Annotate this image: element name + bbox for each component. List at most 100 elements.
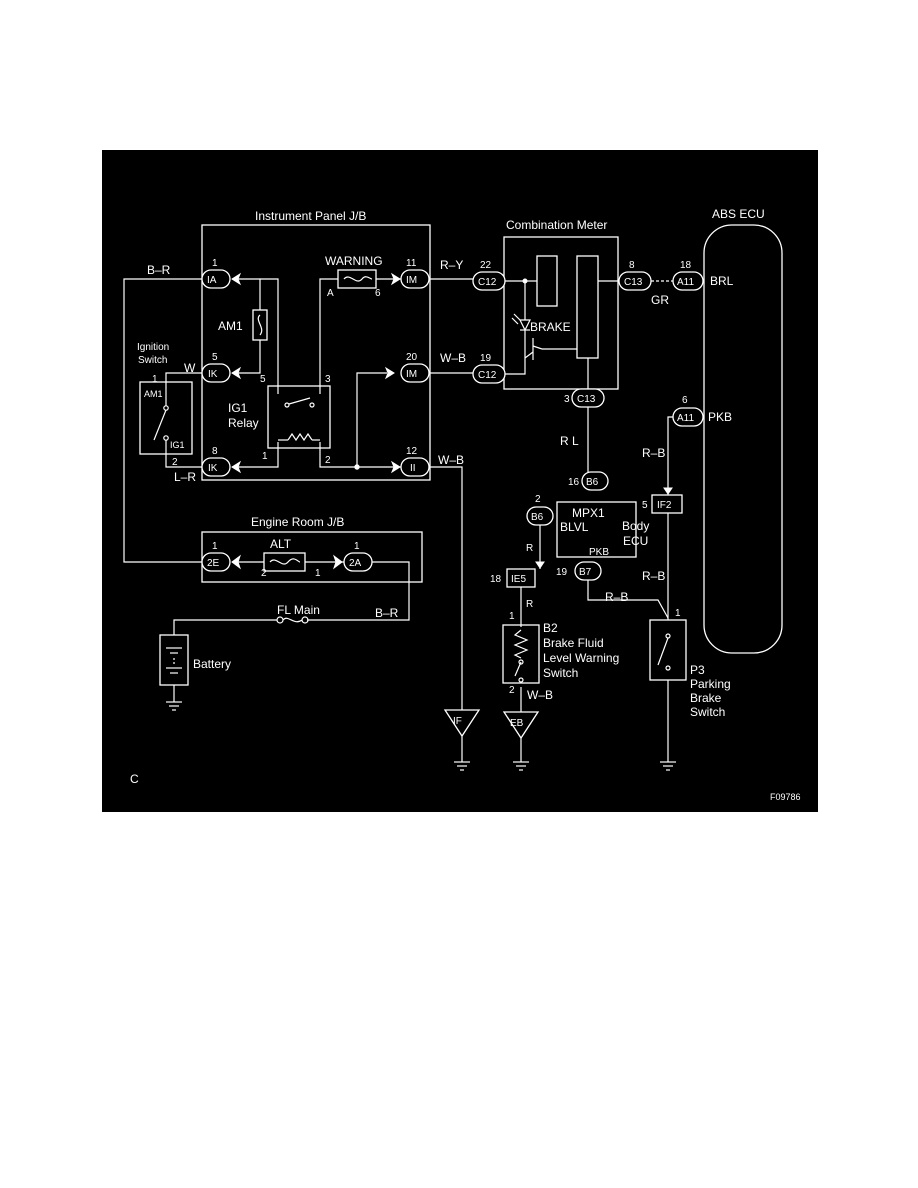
ig1-relay-label-2: Relay [228,416,259,430]
wire-label-lr: L–R [174,470,196,484]
am1-fuse-label: AM1 [218,319,243,333]
pin-ik-lower: 8 [212,446,218,457]
connector-c13-lower-label: C13 [577,394,596,405]
body-ecu-frame [556,501,637,558]
pin-relay-2: 2 [325,455,331,466]
pin-if2: 5 [642,500,648,511]
combination-meter-frame [503,236,619,390]
ground-eb: EB [502,711,540,771]
p3-label-4: Switch [690,705,725,719]
wire-label-r-1: R [526,543,533,554]
pin-alt-1: 1 [315,568,321,579]
pin-b7: 19 [556,567,568,578]
mpx1-label: MPX1 [572,506,605,520]
pin-ii: 12 [406,446,418,457]
ground-eb-label: EB [510,718,524,729]
connector-c12-upper: C12 [472,271,506,291]
b2-label-1: B2 [543,621,558,635]
connector-ii-label: II [410,463,416,474]
pin-relay-1: 1 [262,451,268,462]
connector-b6-upper-label: B6 [586,477,599,488]
connector-2a: 2A [343,552,373,572]
connector-b7-label: B7 [579,567,592,578]
wire-label-rb-2: R–B [642,569,665,583]
b2-label-3: Level Warning [543,651,619,665]
junction-dot [354,464,360,470]
ignition-ig1-label: IG1 [170,440,185,450]
pin-p3: 1 [675,608,681,619]
wire-label-r-2: R [526,599,533,610]
pin-2e: 1 [212,541,218,552]
am1-fuse [252,309,268,341]
connector-a11-upper: A11 [672,271,704,291]
warning-fuse-label: WARNING [325,254,383,268]
pin-switch-1: 1 [152,374,158,385]
connector-a11-lower-label: A11 [677,413,694,424]
wire-label-wb-3: W–B [527,688,553,702]
p3-label-3: Brake [690,691,722,705]
alt-fuse [231,552,343,572]
pin-b2-top: 1 [509,611,515,622]
pin-a11-upper: 18 [680,260,692,271]
pin-switch-2: 2 [172,457,178,468]
wire-label-gr: GR [651,293,669,307]
connector-c12-lower: C12 [472,364,506,384]
battery [159,634,189,686]
connector-if2: IF2 [651,494,683,514]
wire-label-rb-1: R–B [642,446,665,460]
ignition-am1-label: AM1 [144,389,163,399]
pin-c13-upper: 8 [629,260,635,271]
ground-if: IF [443,709,481,771]
combination-meter-internals [511,255,599,360]
body-ecu-label-2: ECU [623,534,648,548]
instrument-panel-jb-frame [201,224,431,481]
connector-2e: 2E [201,552,231,572]
connector-ia: IA [201,269,231,289]
pin-a11-lower: 6 [682,395,688,406]
pin-b6-left: 2 [535,494,541,505]
wire-label-br-1: B–R [147,263,171,277]
connector-a11-lower: A11 [672,407,704,427]
combination-meter-title: Combination Meter [506,218,607,232]
blvl-label: BLVL [560,520,589,534]
corner-c-label: C [130,772,139,786]
connector-2e-label: 2E [207,558,220,569]
ignition-switch-label-1: Ignition [137,342,169,353]
brake-fluid-switch [502,624,540,684]
connector-ik-lower-label: IK [208,463,218,474]
wire-label-wb-1: W–B [440,351,466,365]
wire-label-rl: R L [560,434,579,448]
if2-arrow [663,487,673,495]
ig1-relay [267,385,331,449]
pin-relay-3: 3 [325,374,331,385]
brake-indicator-label: BRAKE [530,320,571,334]
pin-ia: 1 [212,258,218,269]
instrument-panel-title: Instrument Panel J/B [255,209,366,223]
connector-ie5: IE5 [506,568,536,588]
pin-warning-a: A [327,288,334,299]
connector-c13-upper-label: C13 [624,277,643,288]
engine-room-title: Engine Room J/B [251,515,344,529]
wire-label-w: W [184,361,196,375]
connector-if2-label: IF2 [657,500,672,511]
connector-c12-upper-label: C12 [478,277,497,288]
connector-b6-upper: B6 [581,471,609,491]
pin-ik-upper: 5 [212,352,218,363]
connector-c13-lower: C13 [571,388,605,408]
p3-label-1: P3 [690,663,705,677]
pin-alt-2: 2 [261,568,267,579]
body-ecu-label-1: Body [622,519,649,533]
pin-c12-upper: 22 [480,260,492,271]
connector-2a-label: 2A [349,558,362,569]
wiring [123,278,673,762]
abs-ecu-frame [703,224,783,654]
connector-ik-upper: IK [201,363,231,383]
pin-im-lower: 20 [406,352,418,363]
connector-b6-left-label: B6 [531,512,544,523]
fl-main-label: FL Main [277,603,320,617]
connector-ia-label: IA [207,275,217,286]
connector-ik-lower: IK [201,457,231,477]
battery-label: Battery [193,657,231,671]
connector-im-lower-label: IM [406,369,417,380]
pin-c12-lower: 19 [480,353,492,364]
